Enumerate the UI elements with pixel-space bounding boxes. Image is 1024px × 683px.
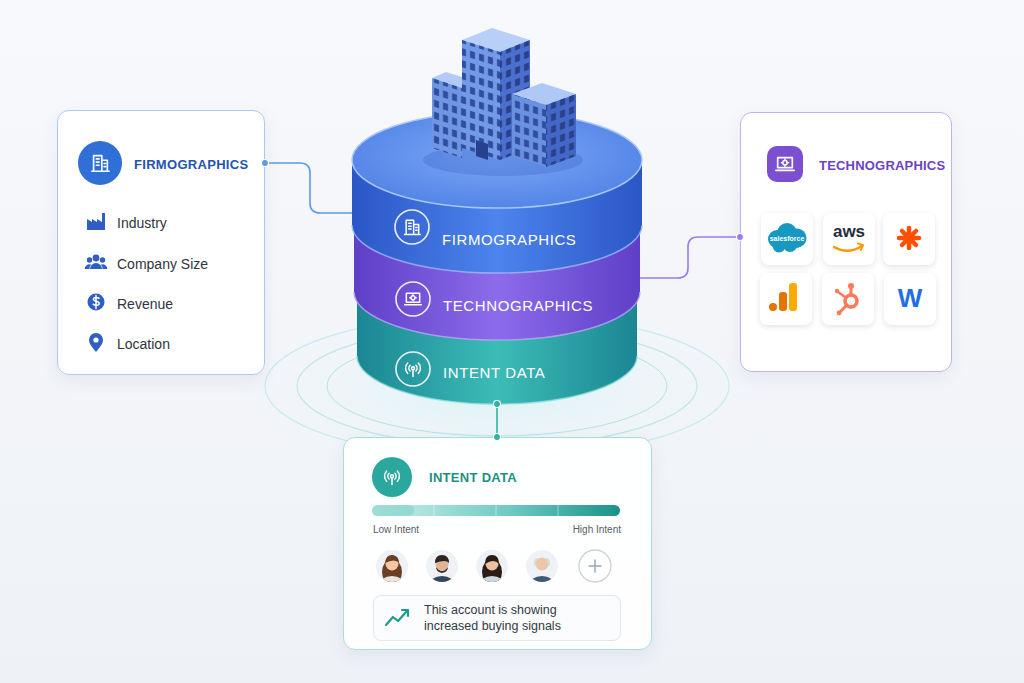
analytics-tile	[760, 273, 812, 325]
signal-box: This account is showing increased buying…	[373, 595, 621, 641]
zapier-tile	[883, 213, 935, 265]
panel-title: INTENT DATA	[429, 469, 517, 487]
avatar	[475, 549, 509, 594]
category-panel: FIRMOGRAPHICS IndustryCompany SizeRevenue…	[57, 110, 265, 375]
signal-text: This account is showing increased buying…	[424, 602, 602, 634]
connector-path	[265, 163, 352, 213]
people-icon	[85, 255, 108, 269]
revenue-icon	[88, 294, 105, 311]
technographics-icon	[767, 146, 803, 182]
firmographics-icon	[78, 141, 122, 185]
category-panel: TECHNOGRAPHICS salesforce awsW	[740, 112, 952, 372]
intent-icon	[372, 457, 412, 497]
industry-icon	[87, 213, 105, 230]
aws-smile	[834, 244, 863, 251]
connector-dot	[262, 160, 269, 167]
layer-label: TECHNOGRAPHICS	[443, 297, 593, 315]
connector-dot	[737, 234, 744, 241]
logo-tile: salesforce	[761, 213, 813, 265]
logo-tile: W	[884, 273, 936, 325]
avatar	[425, 549, 459, 594]
trend-icon	[386, 610, 408, 625]
location-icon	[89, 333, 103, 352]
intent-scale-bar	[372, 505, 620, 516]
scale-label: Low Intent	[373, 524, 419, 536]
logo-tile: aws	[823, 213, 875, 265]
logo-text: aws	[823, 222, 875, 242]
panel-title: TECHNOGRAPHICS	[819, 157, 945, 175]
stack-layer: FIRMOGRAPHICS	[352, 205, 642, 273]
layer-label: INTENT DATA	[443, 364, 545, 382]
category-panel: INTENT DATA Low Intent High IntentThis acc…	[343, 437, 652, 650]
connector-line	[262, 160, 353, 214]
scale-label: High Intent	[493, 524, 621, 536]
connector-path	[496, 404, 498, 437]
band-icons	[395, 210, 430, 386]
salesforce-cloud	[768, 223, 807, 253]
connector-line	[494, 401, 501, 441]
connector-line	[640, 234, 744, 279]
add-avatar	[579, 550, 611, 582]
stack-layer: INTENT DATA	[357, 340, 637, 404]
avatar	[375, 549, 409, 594]
list-item: Location	[117, 335, 170, 353]
building-illustration	[423, 28, 583, 176]
layer-label: FIRMOGRAPHICS	[442, 231, 576, 249]
connector-dot	[494, 401, 501, 408]
list-item: Revenue	[117, 295, 173, 313]
hubspot-tile	[822, 273, 874, 325]
stack-layer: TECHNOGRAPHICS	[352, 273, 642, 339]
panel-title: FIRMOGRAPHICS	[134, 156, 248, 174]
list-item: Industry	[117, 214, 167, 232]
connector-path	[640, 237, 740, 278]
logo-text: salesforce	[761, 234, 813, 244]
avatar	[525, 549, 559, 594]
logo-text: W	[884, 284, 936, 312]
connector-dot	[494, 434, 501, 441]
list-item: Company Size	[117, 255, 208, 273]
